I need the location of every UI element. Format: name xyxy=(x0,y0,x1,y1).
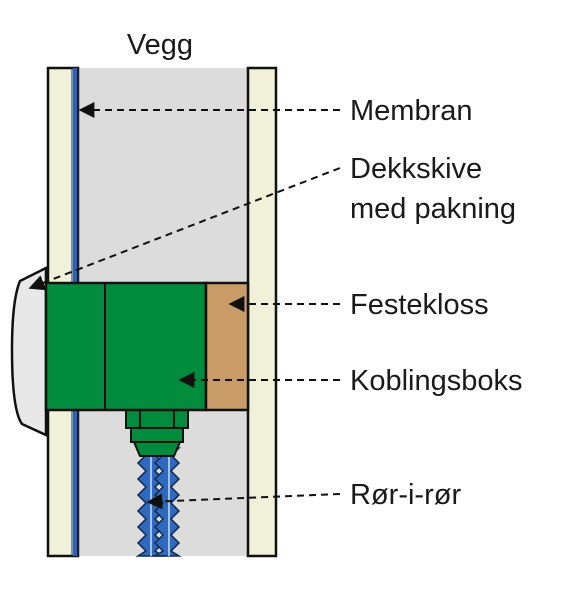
junction-box xyxy=(44,281,208,412)
wall-title: Vegg xyxy=(127,29,193,61)
label-pipe-in-pipe: Rør-i-rør xyxy=(350,479,461,511)
leader-pipe-in-pipe xyxy=(146,493,341,510)
label-mounting-block: Festekloss xyxy=(350,289,489,321)
label-cover-plate-line1: Dekkskive xyxy=(350,153,482,185)
pipe-fitting xyxy=(125,409,189,457)
wall-board-right xyxy=(246,66,278,558)
label-membrane: Membran xyxy=(350,95,473,127)
label-junction-box: Koblingsboks xyxy=(350,365,523,397)
label-cover-plate-line2: med pakning xyxy=(350,193,516,225)
cover-plate xyxy=(10,265,48,437)
mounting-block xyxy=(204,281,250,412)
leader-cover-plate xyxy=(28,167,341,291)
